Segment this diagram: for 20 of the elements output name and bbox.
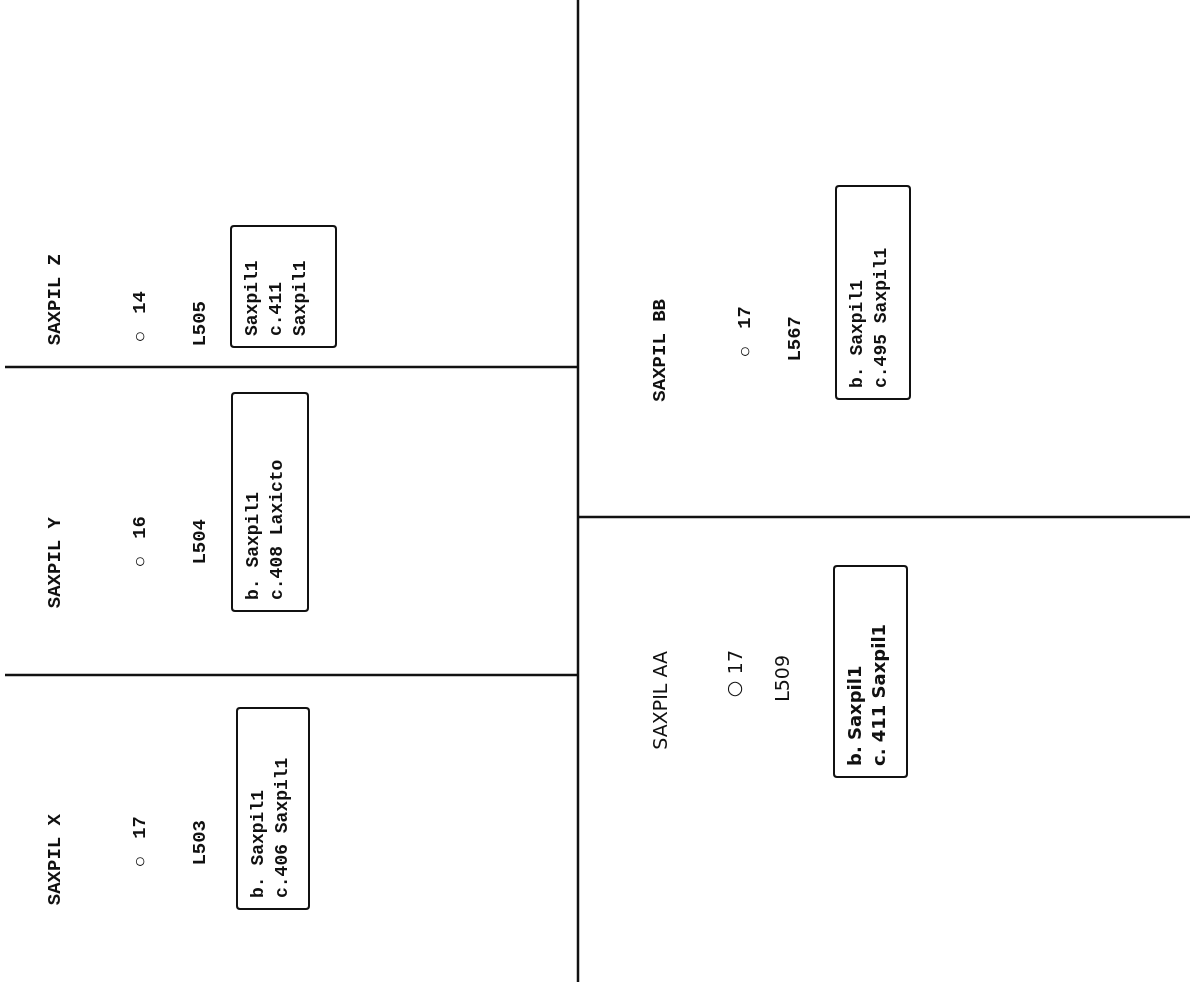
- count-label: ○ 16: [129, 515, 151, 572]
- panel-title: SAXPIL X: [44, 813, 66, 905]
- count-label: ○ 17: [724, 649, 746, 702]
- note-box: b. Saxpil1 c.495 Saxpil1: [835, 185, 911, 400]
- panel-title: SAXPIL BB: [649, 299, 671, 402]
- panel-title: SAXPIL Z: [44, 253, 66, 345]
- count-label: ○ 14: [129, 290, 151, 347]
- note-box: b. Saxpil1 c. 411 Saxpil1: [833, 565, 908, 778]
- lot-label: L503: [189, 820, 211, 866]
- note-box: b. Saxpil1 c.406 Saxpil1: [236, 707, 310, 910]
- lot-label: L505: [189, 301, 211, 347]
- lot-label: L567: [784, 316, 806, 362]
- panel-title: SAXPIL AA: [649, 651, 671, 750]
- note-box: b. Saxpil1 c.408 Laxicto: [231, 392, 309, 612]
- count-label: ○ 17: [734, 305, 756, 362]
- panel-title: SAXPIL Y: [44, 516, 66, 608]
- count-label: ○ 17: [129, 815, 151, 872]
- lot-label: L509: [771, 655, 793, 702]
- lot-label: L504: [189, 519, 211, 565]
- note-box: Saxpil1 c.411 Saxpil1: [230, 225, 337, 348]
